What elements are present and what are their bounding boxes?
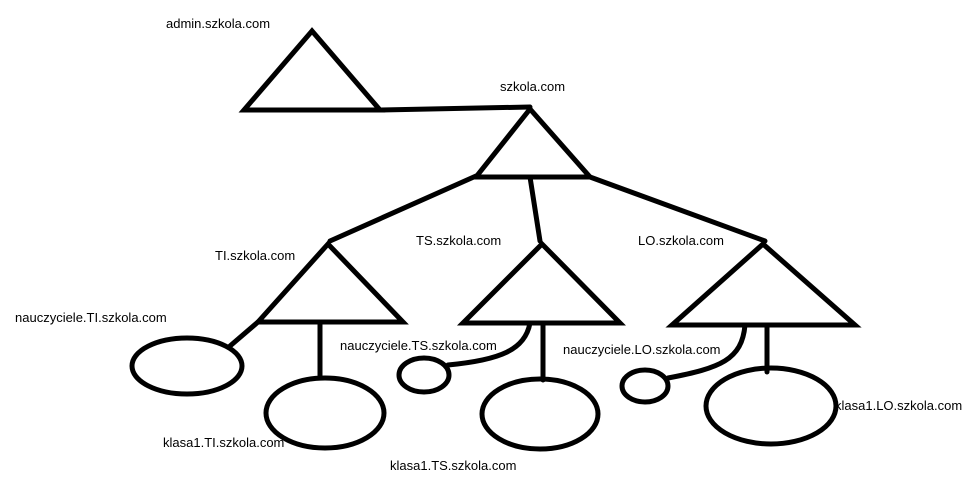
nauczyciele-ti-label: nauczyciele.TI.szkola.com xyxy=(15,310,167,325)
admin-domain-triangle xyxy=(238,27,386,113)
lo-domain-triangle xyxy=(665,240,862,328)
ti-domain-triangle xyxy=(252,240,409,325)
admin-domain-label: admin.szkola.com xyxy=(166,16,271,31)
nauczyciele-ts-label: nauczyciele.TS.szkola.com xyxy=(340,338,497,353)
link-root-ts xyxy=(527,174,543,244)
klasa1-ts-label: klasa1.TS.szkola.com xyxy=(390,458,517,473)
link-ts-nauczyciele xyxy=(445,320,533,368)
klasa1-ts-ou xyxy=(479,376,601,452)
klasa1-ti-label: klasa1.TI.szkola.com xyxy=(163,435,285,450)
ti-domain-label: TI.szkola.com xyxy=(215,248,296,263)
ts-domain-triangle xyxy=(456,240,626,326)
nauczyciele-ti-ou xyxy=(129,335,245,397)
root-domain-triangle xyxy=(470,105,596,180)
root-domain-label: szkola.com xyxy=(500,79,566,94)
link-root-ti xyxy=(327,173,479,244)
lo-domain-label: LO.szkola.com xyxy=(638,233,724,248)
ts-domain-label: TS.szkola.com xyxy=(416,233,502,248)
link-lo-nauczyciele xyxy=(665,322,748,381)
klasa1-lo-label: klasa1.LO.szkola.com xyxy=(835,398,963,413)
klasa1-lo-ou xyxy=(703,365,839,447)
nauczyciele-ts-ou xyxy=(396,355,452,395)
link-root-lo xyxy=(587,174,768,244)
klasa1-ti-ou xyxy=(263,375,387,451)
nauczyciele-lo-label: nauczyciele.LO.szkola.com xyxy=(563,342,721,357)
trust-link-admin-root xyxy=(377,104,533,113)
nauczyciele-lo-ou xyxy=(619,367,671,405)
link-ti-nauczyciele xyxy=(227,319,261,349)
